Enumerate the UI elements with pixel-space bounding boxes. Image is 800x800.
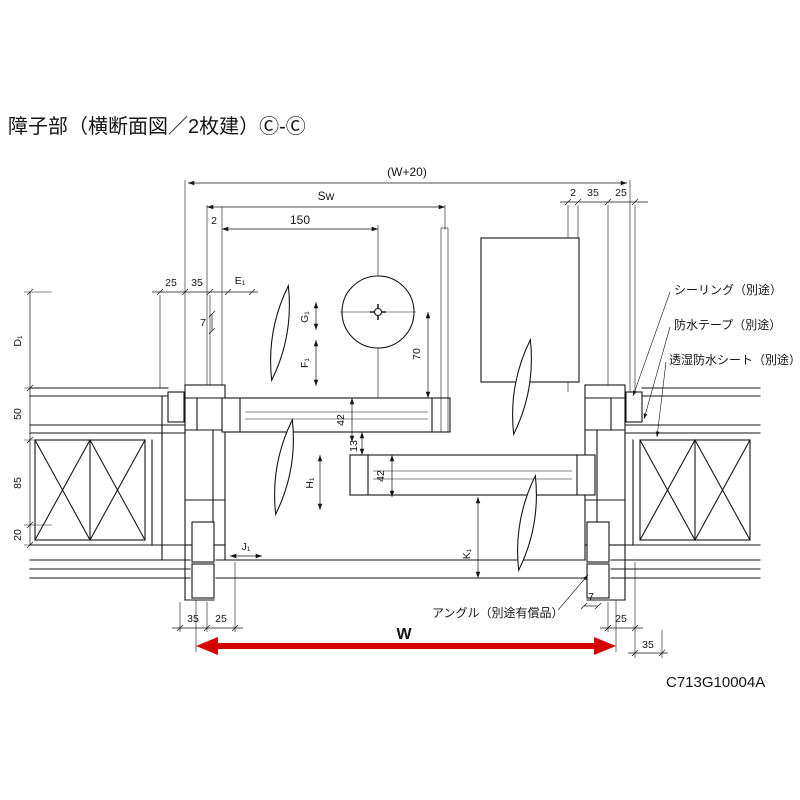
dim-25-top-right-label: 25 — [615, 187, 627, 199]
dim-7-bottom-right-label: 7 — [588, 591, 594, 603]
dim-25-bottom-right-label: 25 — [615, 613, 627, 625]
dim-d1-label: D₁ — [12, 335, 24, 347]
annotation-angle: アングル（別途有償品） — [432, 605, 564, 620]
dim-70-label: 70 — [411, 348, 423, 360]
glass-edge-strip — [440, 227, 449, 433]
dim-f1-label: F₁ — [299, 358, 311, 368]
sealing-hatch-left — [167, 391, 185, 423]
dim-25-bottom-left-label: 25 — [215, 613, 227, 625]
break-mark — [512, 337, 532, 437]
dim-2-left-label: 2 — [211, 215, 217, 227]
annotation-breathable-sheet: 透湿防水シート（別途） — [669, 352, 800, 367]
dim-k1-label: K₁ — [461, 548, 473, 559]
dim-85-label: 85 — [12, 477, 24, 489]
dim-overall-label: (W+20) — [387, 165, 427, 179]
annotation-waterproof-tape: 防水テープ（別途） — [674, 317, 781, 332]
dim-w-label: W — [396, 626, 412, 643]
width-arrow: W — [196, 626, 616, 655]
width-arrow-right-head — [594, 637, 616, 655]
right-wall-section — [624, 387, 761, 546]
dim-42-upper-label: 42 — [335, 414, 347, 426]
dim-42-lower-label: 42 — [375, 470, 387, 482]
dim-35-upper-left-label: 35 — [191, 277, 203, 289]
annotations: シーリング（別途） 防水テープ（別途） 透湿防水シート（別途） アングル（別途有… — [432, 282, 800, 620]
dimensions: (W+20) Sw 2 150 2 35 25 25 35 E₁ 7 G₁ F₁… — [12, 165, 668, 657]
page-title: 障子部（横断面図／2枚建）Ⓒ-Ⓒ — [8, 115, 306, 138]
break-mark — [517, 473, 537, 573]
break-marks — [270, 283, 537, 573]
dim-150-label: 150 — [290, 213, 310, 227]
anchor-hatch-left — [191, 521, 215, 563]
dim-g1-label: G₁ — [299, 311, 311, 323]
dim-h1-label: H₁ — [304, 477, 316, 489]
upper-panel — [221, 227, 451, 433]
dim-j1-label: J₁ — [242, 541, 251, 553]
left-jamb-frame — [167, 384, 226, 601]
meeting-lock — [340, 225, 416, 398]
dim-20-label: 20 — [12, 529, 24, 541]
dim-2-right-label: 2 — [570, 187, 576, 199]
dim-e1-label: E₁ — [235, 275, 246, 287]
dim-13-label: 13 — [348, 440, 360, 452]
break-mark — [270, 283, 290, 383]
break-mark — [274, 417, 294, 517]
dim-35-bottom-left-label: 35 — [187, 613, 199, 625]
dim-35-bottom-right-label: 35 — [642, 639, 654, 651]
dim-35-top-right-label: 35 — [587, 187, 599, 199]
floor-lines — [29, 559, 761, 579]
left-wall-section — [29, 387, 186, 561]
lock-center-icon — [373, 307, 383, 317]
dim-50-label: 50 — [12, 408, 24, 420]
width-arrow-left-head — [196, 637, 218, 655]
drawing-code: C713G10004A — [666, 674, 765, 691]
dim-sw-label: Sw — [318, 189, 335, 203]
dim-25-upper-left-label: 25 — [165, 277, 177, 289]
dim-7-left-label: 7 — [200, 317, 206, 329]
annotation-sealing: シーリング（別途） — [674, 282, 782, 297]
anchor-hatch-right — [586, 521, 610, 563]
